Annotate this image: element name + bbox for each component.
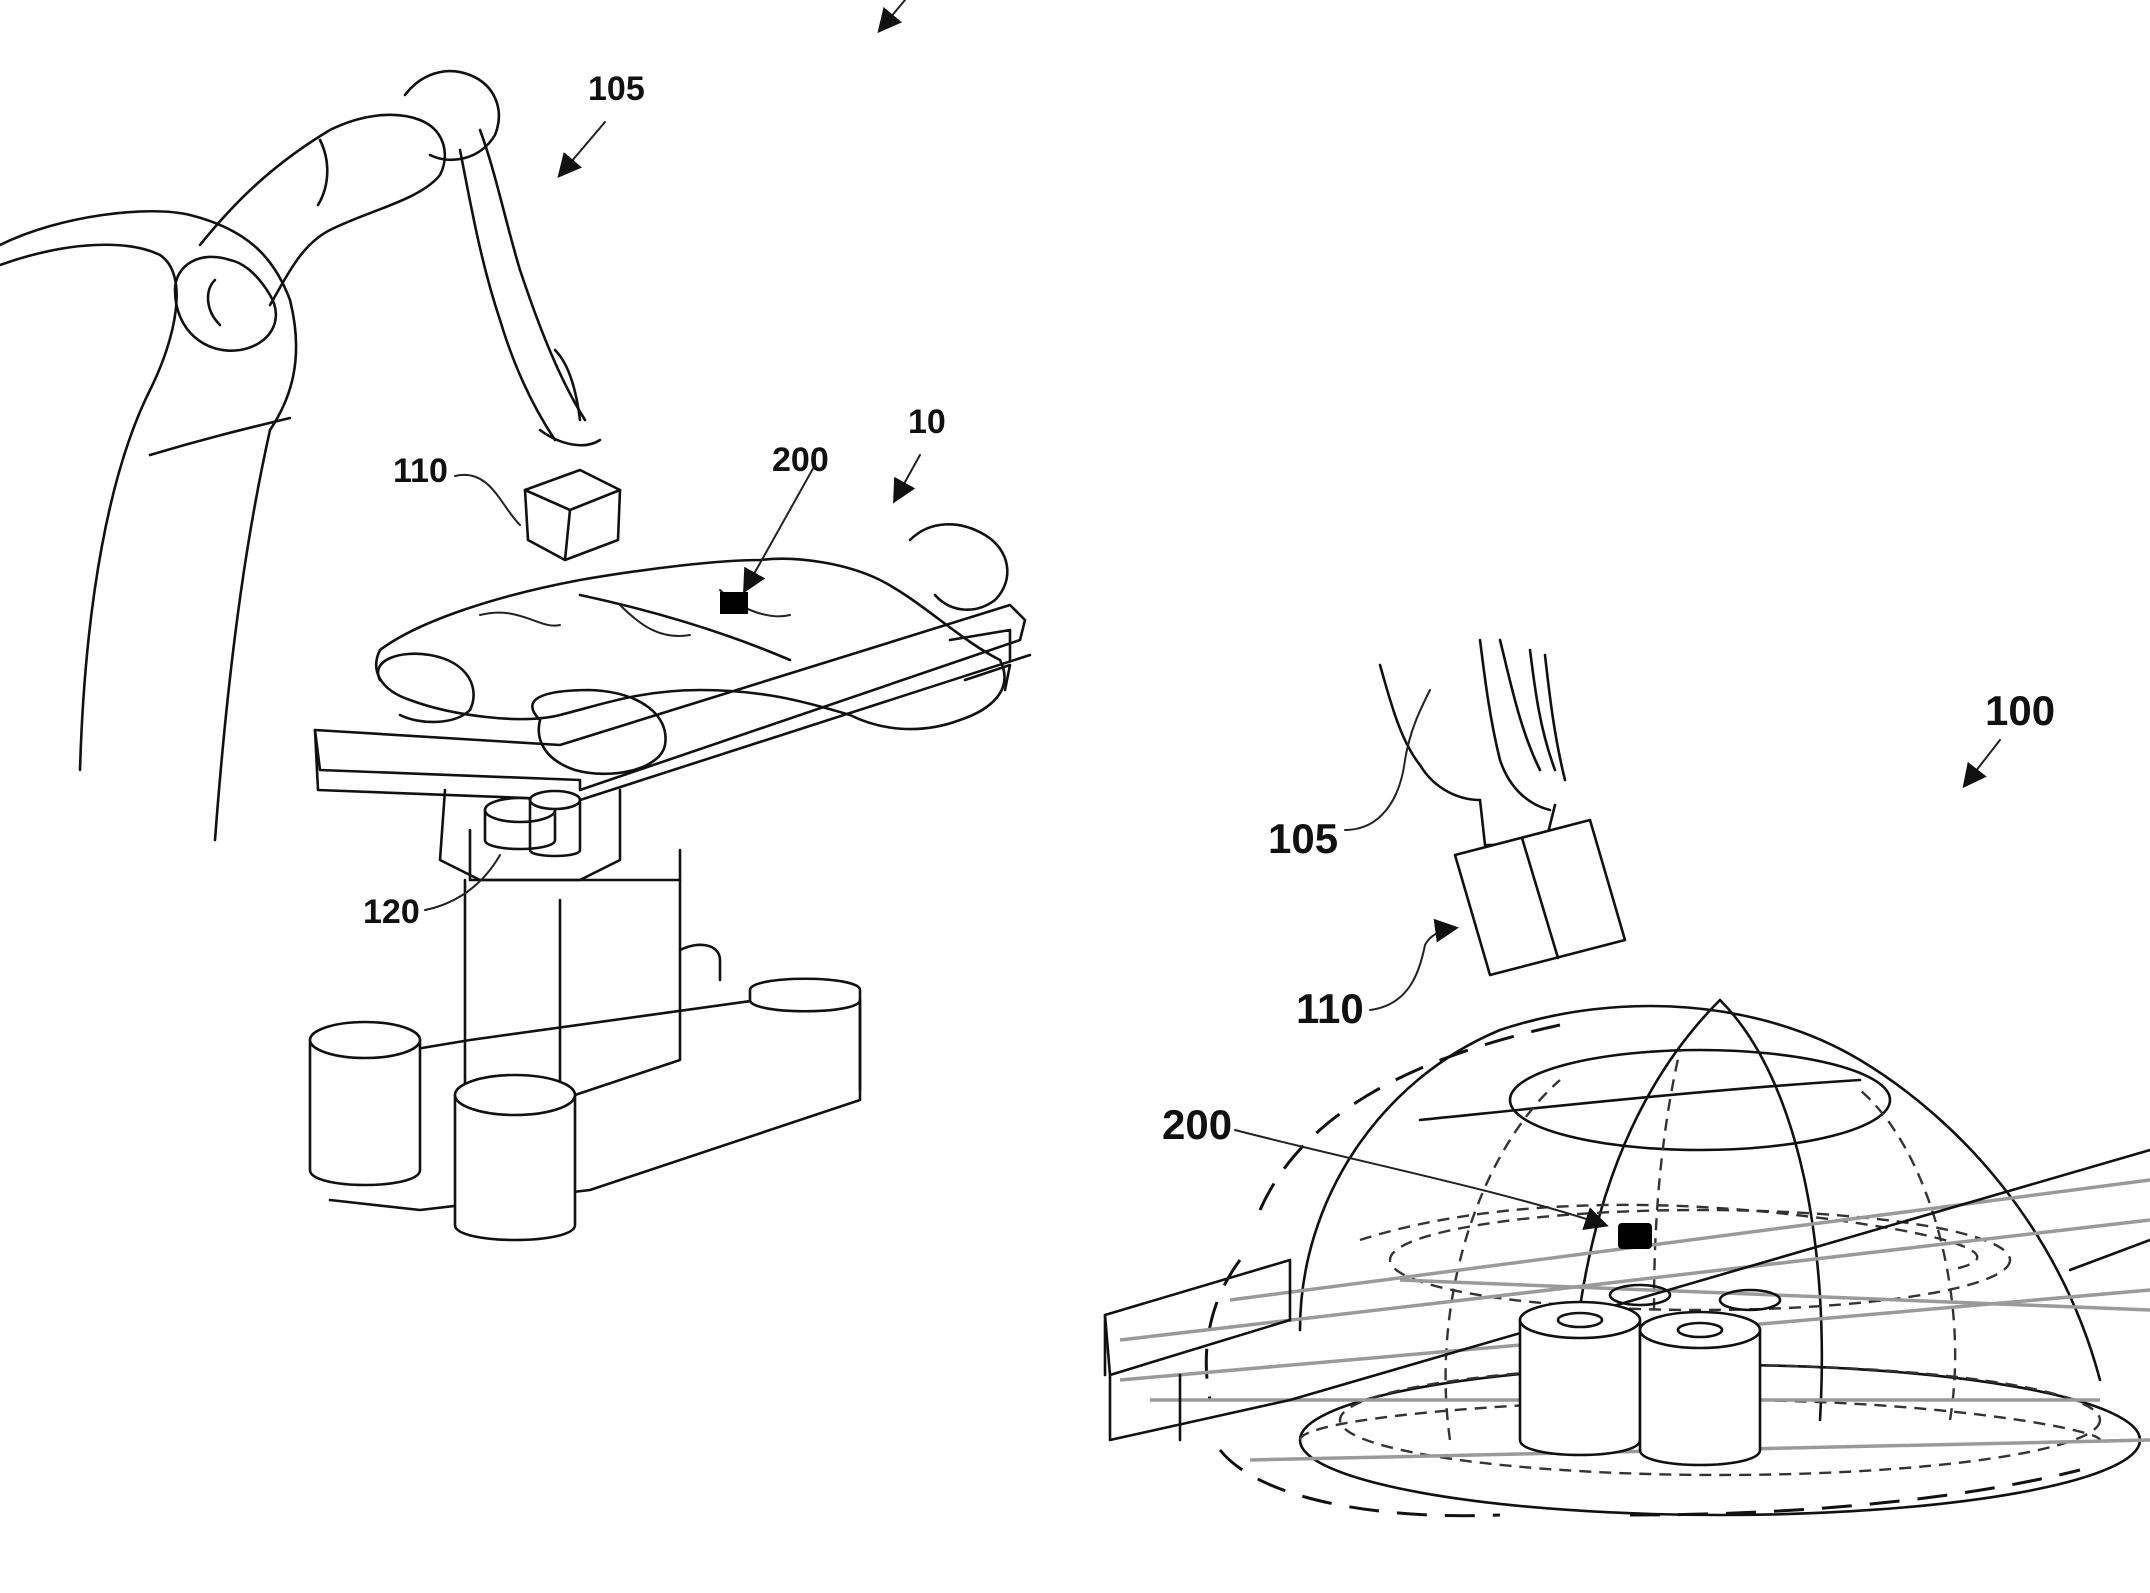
patient-10 — [374, 557, 1006, 731]
marker-200 — [720, 592, 748, 614]
label-110-left: 110 — [393, 452, 448, 490]
marker-200-right — [1618, 1223, 1652, 1249]
label-200-right: 200 — [1162, 1101, 1233, 1148]
label-10-left: 10 — [908, 403, 946, 441]
right-view — [1103, 638, 2150, 1518]
sensor-head-110 — [523, 468, 622, 562]
tracking-dome — [1298, 1004, 2102, 1382]
label-120-left: 120 — [363, 893, 420, 931]
label-100-right: 100 — [1985, 687, 2056, 734]
left-view — [0, 0, 1032, 1242]
label-200-left: 200 — [772, 441, 829, 479]
label-105-left: 105 — [588, 70, 645, 108]
label-110-right: 110 — [1296, 985, 1364, 1032]
label-105-right: 105 — [1268, 815, 1339, 862]
operating-table — [313, 603, 1027, 792]
robot-arm-105-right — [1378, 663, 1482, 802]
robot-arm-105 — [198, 113, 447, 307]
robot-base-column — [0, 209, 298, 842]
